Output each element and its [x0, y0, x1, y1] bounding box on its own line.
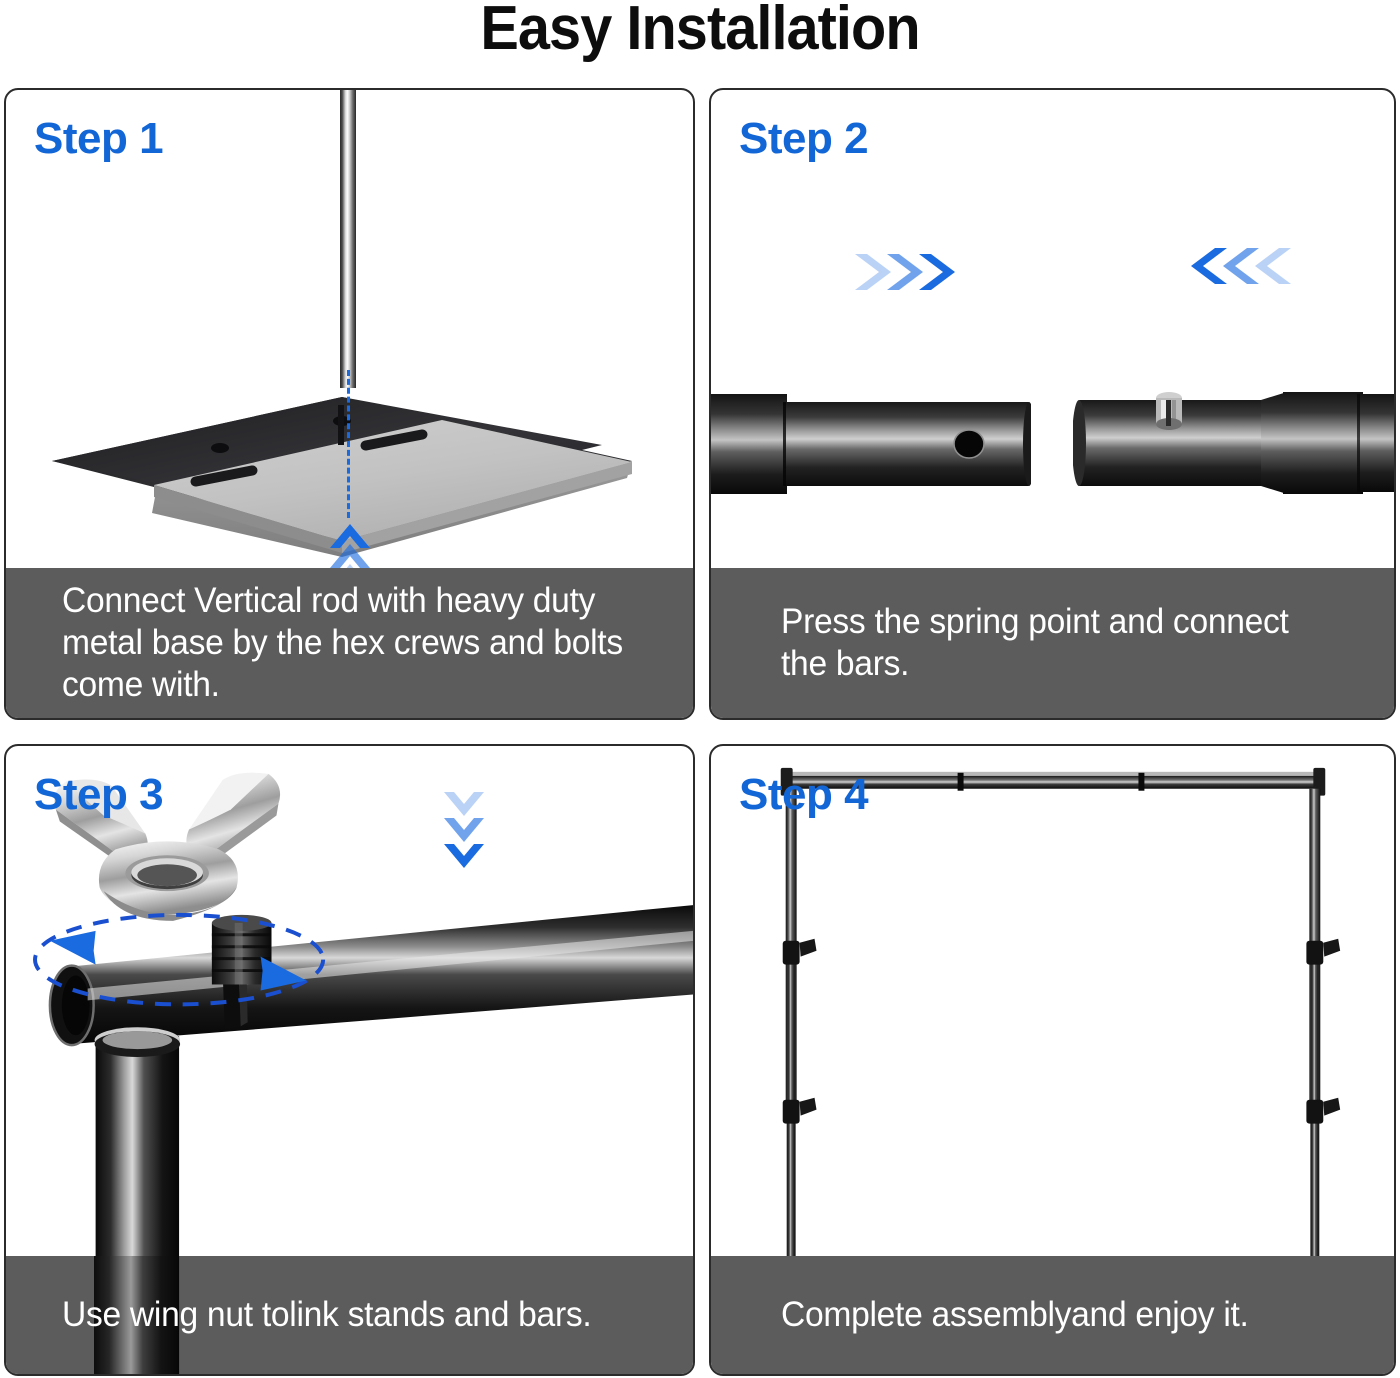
threaded-stud: [211, 914, 272, 985]
rotate-right-arrow-icon: [260, 956, 307, 991]
step-3-label: Step 3: [34, 770, 164, 819]
step-2-caption-bar: Press the spring point and connect the b…: [711, 568, 1394, 718]
spring-button: [1156, 392, 1182, 430]
step-1-label: Step 1: [34, 114, 164, 163]
steps-grid: Step 1 Connect Vertical rod with heavy d…: [4, 88, 1396, 1376]
step-2-caption-text: Press the spring point and connect the b…: [781, 602, 1289, 683]
step-3-illustration: [6, 746, 693, 1374]
step-panel-2: Step 2 Press the spring point and connec…: [709, 88, 1396, 720]
step-4-label: Step 4: [739, 770, 869, 819]
right-chevron-arrows-icon: [855, 254, 955, 290]
vertical-rod: [340, 90, 356, 388]
step-1-illustration: [6, 90, 693, 718]
step-4-caption-bar: Complete assemblyand enjoy it.: [711, 1256, 1394, 1374]
left-chevron-arrows-icon: [1191, 248, 1291, 284]
rotate-left-arrow-icon: [49, 930, 96, 965]
step-panel-3: Use wing nut tolink stands and bars. Ste…: [4, 744, 695, 1376]
left-upper-clip: [782, 938, 817, 965]
left-connector-tube: [711, 394, 1031, 494]
wing-nut: [54, 772, 281, 921]
step-panel-4: Step 4 Complete assemblyand enjoy it.: [709, 744, 1396, 1376]
step-4-caption-text: Complete assemblyand enjoy it.: [781, 1295, 1249, 1334]
right-vertical-pole: [1263, 788, 1394, 1313]
step-2-illustration: [711, 90, 1394, 718]
metal-base-plate: [52, 397, 632, 557]
step-1-caption-text: Connect Vertical rod with heavy duty met…: [62, 581, 623, 704]
right-lower-clip: [1306, 1097, 1341, 1124]
left-lower-clip: [782, 1097, 817, 1124]
right-upper-clip: [1306, 938, 1341, 965]
alignment-dashed-line: [347, 370, 350, 518]
step-1-caption-bar: Connect Vertical rod with heavy duty met…: [6, 568, 693, 718]
vertical-pole-over-caption: [94, 1256, 178, 1374]
left-vertical-pole: [742, 788, 877, 1313]
step-panel-1: Step 1 Connect Vertical rod with heavy d…: [4, 88, 695, 720]
step-2-label: Step 2: [739, 114, 869, 163]
right-connector-tube-with-spring-button: [1073, 392, 1394, 494]
horizontal-crossbar: [780, 767, 1326, 796]
black-crossbar: [48, 905, 693, 1047]
page-title: Easy Installation: [480, 0, 920, 63]
down-chevron-arrows-icon: [444, 792, 484, 868]
wing-nut-and-crossbar-diagram: [33, 772, 693, 1374]
